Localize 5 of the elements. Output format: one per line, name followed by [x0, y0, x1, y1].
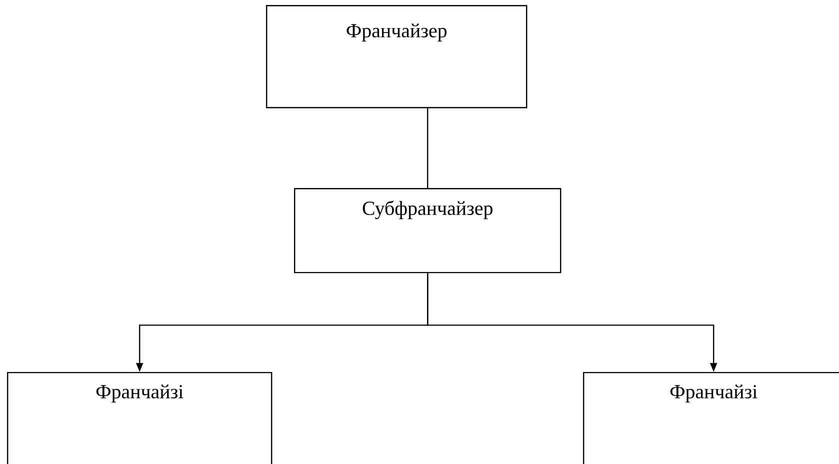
box: Франчайзі	[7, 372, 272, 464]
box: Франчайзі	[583, 372, 839, 464]
box: Франчайзер	[266, 5, 528, 108]
box: Субфранчайзер	[294, 188, 562, 274]
connector	[427, 108, 428, 188]
